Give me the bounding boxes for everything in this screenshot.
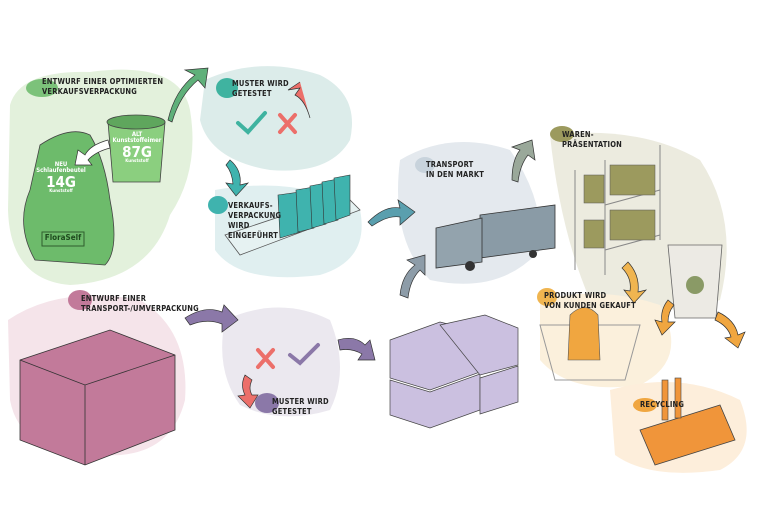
- truck-cab: [435, 217, 483, 269]
- label-introduced: Verkaufs- verpackung wird eingeführt: [228, 201, 281, 241]
- label-blob: [537, 288, 557, 306]
- label-blob: [208, 196, 228, 214]
- check-icon: [236, 111, 267, 135]
- arrow-icon: [654, 299, 676, 336]
- label-test-sales: Muster wird getestet: [232, 79, 289, 99]
- arrow-icon: [237, 374, 259, 409]
- arrow-icon: [74, 139, 111, 166]
- label-bought: Produkt wird von Kunden gekauft: [544, 291, 636, 311]
- cross-icon: [256, 348, 275, 369]
- cross-icon: [278, 113, 297, 134]
- bg-blob-test-sales: [200, 66, 352, 171]
- label-line: Transport: [426, 160, 474, 169]
- label-line: Verkaufsverpackung: [42, 87, 138, 96]
- label-line: getestet: [232, 89, 272, 98]
- bucket-label: ALT Kunststoffeimer 87G Kunststoff: [112, 131, 162, 165]
- label-transport: Transport in den Markt: [426, 160, 484, 180]
- factory-chimney: [661, 379, 669, 421]
- label-line: eingeführt: [228, 231, 279, 240]
- arrow-icon: [287, 81, 311, 119]
- label-line: in den Markt: [426, 170, 485, 179]
- label-line: Verkaufs-: [228, 201, 273, 210]
- arrow-icon: [367, 199, 416, 227]
- flow-arrows: [74, 67, 746, 409]
- bag-brand: FloraSelf: [44, 233, 82, 242]
- bag-material: Kunststoff: [49, 189, 73, 195]
- shelf-products: [583, 164, 656, 249]
- factory-chimney: [674, 377, 682, 419]
- label-blob: [68, 290, 92, 310]
- bucket-weight: 87G: [122, 142, 152, 161]
- bag-name: Schlaufenbeutel: [36, 167, 86, 175]
- label-line: Recycling: [640, 400, 685, 409]
- arrow-icon: [337, 338, 376, 361]
- label-blob: [633, 398, 657, 412]
- label-line: getestet: [272, 407, 312, 416]
- bucket-tag: ALT: [131, 131, 143, 138]
- recycle-icon: [686, 276, 704, 294]
- label-recycling: Recycling: [640, 400, 684, 410]
- arrow-icon: [167, 67, 209, 123]
- floraself-logo: [41, 231, 85, 247]
- label-design-transport: Entwurf einer Transport-/Umverpackung: [81, 294, 199, 314]
- transport-box-edge: [19, 354, 176, 465]
- arrow-icon: [184, 304, 239, 333]
- label-line: Waren-: [562, 130, 594, 139]
- arrow-icon: [399, 254, 426, 299]
- label-blob: [216, 78, 238, 98]
- bucket-material: Kunststoff: [125, 159, 149, 165]
- label-line: Produkt wird: [544, 291, 607, 300]
- arrow-icon: [225, 159, 250, 197]
- label-line: von Kunden gekauft: [544, 301, 636, 310]
- truck-wheel: [529, 250, 537, 258]
- label-line: wird: [228, 221, 250, 230]
- bag-label: NEU Schlaufenbeutel 14G Kunststoff: [30, 161, 92, 195]
- factory: [639, 404, 736, 466]
- label-blob: [415, 157, 435, 173]
- label-presentation: Waren- präsentation: [562, 130, 622, 150]
- bg-blob-test-transport: [222, 307, 340, 417]
- label-line: Entwurf einer: [81, 294, 147, 303]
- bucket-name: Kunststoffeimer: [112, 137, 162, 145]
- arrow-icon: [510, 139, 536, 183]
- label-test-transport: Muster wird getestet: [272, 397, 329, 417]
- label-line: verpackung: [228, 211, 282, 220]
- truck-wheel: [465, 261, 475, 271]
- bucket-rim: [106, 114, 166, 130]
- arrow-icon: [714, 311, 746, 349]
- label-line: präsentation: [562, 140, 623, 149]
- label-blob: [255, 393, 279, 413]
- bag-weight: 14G: [46, 172, 76, 191]
- label-line: Muster wird: [272, 397, 329, 406]
- label-blob: [550, 126, 574, 142]
- sales-packs: [277, 174, 351, 239]
- stacked-boxes: [389, 314, 519, 429]
- transport-box: [19, 329, 176, 466]
- label-blob: [26, 79, 58, 97]
- label-line: Transport-/Umverpackung: [81, 304, 199, 313]
- label-design-sales: Entwurf einer optimierten Verkaufsverpac…: [42, 77, 163, 97]
- shopping-cart: [539, 324, 641, 381]
- bag-tag: NEU: [54, 161, 68, 168]
- arrow-icon: [621, 261, 648, 304]
- label-line: Entwurf einer optimierten: [42, 77, 164, 86]
- label-line: Muster wird: [232, 79, 289, 88]
- cart-bag: [567, 307, 601, 361]
- shelf: [574, 145, 661, 275]
- check-icon: [288, 343, 320, 366]
